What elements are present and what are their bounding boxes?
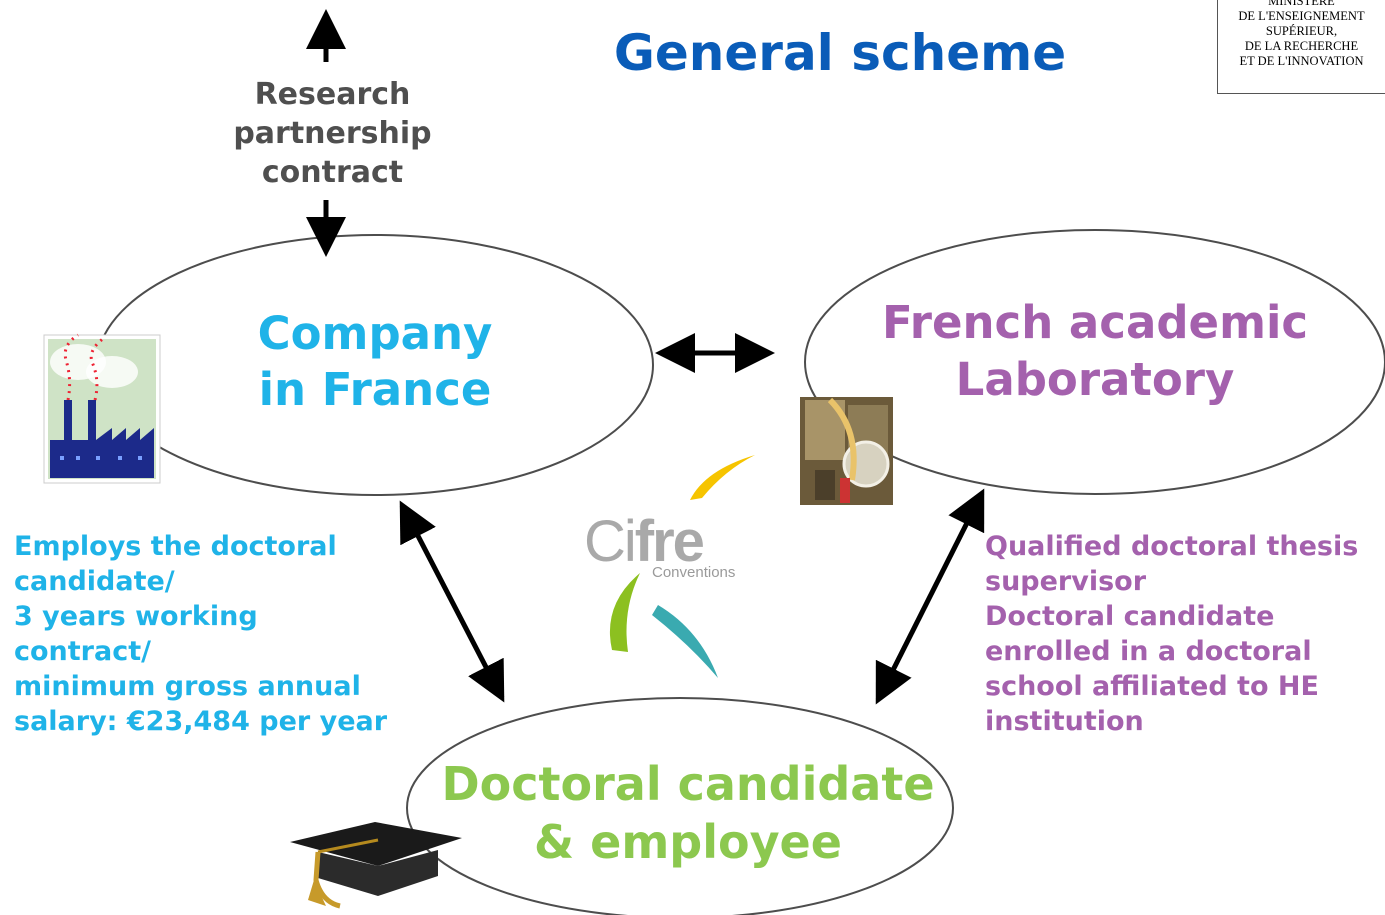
ministry-line: DE LA RECHERCHE — [1244, 39, 1359, 53]
company-note-line: Employs the doctoral — [14, 531, 337, 562]
doctoral-line: Doctoral candidate — [441, 757, 935, 811]
company-note-line: salary: €23,484 per year — [14, 706, 388, 737]
lab-note-line: institution — [985, 706, 1144, 737]
research-line: partnership — [233, 116, 432, 151]
company-line: in France — [258, 363, 492, 416]
factory-icon — [43, 333, 161, 484]
research-partnership-label: Research partnership contract — [200, 75, 465, 192]
company-notes: Employs the doctoral candidate/ 3 years … — [14, 529, 454, 739]
doctoral-line: & employee — [534, 815, 842, 869]
company-doctoral-arrow — [399, 500, 505, 703]
cifre-logo-conventions: Conventions — [652, 564, 736, 581]
ministry-line: DE L'ENSEIGNEMENT — [1238, 9, 1365, 23]
lab-notes: Qualified doctoral thesis supervisor Doc… — [985, 529, 1385, 739]
lab-ellipse — [804, 229, 1385, 495]
lab-note-line: Doctoral candidate — [985, 601, 1275, 632]
company-note-line: contract/ — [14, 636, 151, 667]
cifre-logo-fre: fre — [634, 509, 705, 574]
graduation-cap-icon — [290, 822, 462, 909]
lab-node-label: French academic Laboratory — [835, 294, 1355, 408]
company-node-label: Company in France — [180, 306, 570, 418]
lab-equipment-icon — [800, 397, 893, 505]
lab-line: Laboratory — [955, 353, 1235, 406]
company-line: Company — [257, 307, 493, 360]
research-line: Research — [254, 77, 411, 112]
company-note-line: 3 years working — [14, 601, 258, 632]
page-title: General scheme — [613, 24, 1067, 82]
lab-doctoral-arrow — [875, 488, 985, 705]
lab-note-line: Qualified doctoral thesis — [985, 531, 1359, 562]
ministry-line: ET DE L'INNOVATION — [1239, 54, 1364, 68]
doctoral-node-label: Doctoral candidate & employee — [408, 755, 968, 871]
lab-note-line: enrolled in a doctoral — [985, 636, 1312, 667]
company-note-line: minimum gross annual — [14, 671, 361, 702]
ministry-line: MINISTÈRE — [1268, 0, 1335, 8]
lab-note-line: supervisor — [985, 566, 1147, 597]
research-line: contract — [261, 155, 404, 190]
cifre-logo-text: Cifre — [584, 508, 705, 575]
ministry-logo: MINISTÈRE DE L'ENSEIGNEMENT SUPÉRIEUR, D… — [1217, 0, 1385, 94]
ministry-line: SUPÉRIEUR, — [1265, 24, 1338, 38]
cifre-logo-ci: Ci — [584, 509, 637, 574]
lab-note-line: school affiliated to HE — [985, 671, 1319, 702]
lab-line: French academic — [881, 296, 1309, 349]
company-note-line: candidate/ — [14, 566, 175, 597]
doctoral-ellipse — [406, 697, 954, 915]
cifre-logo — [609, 455, 755, 678]
